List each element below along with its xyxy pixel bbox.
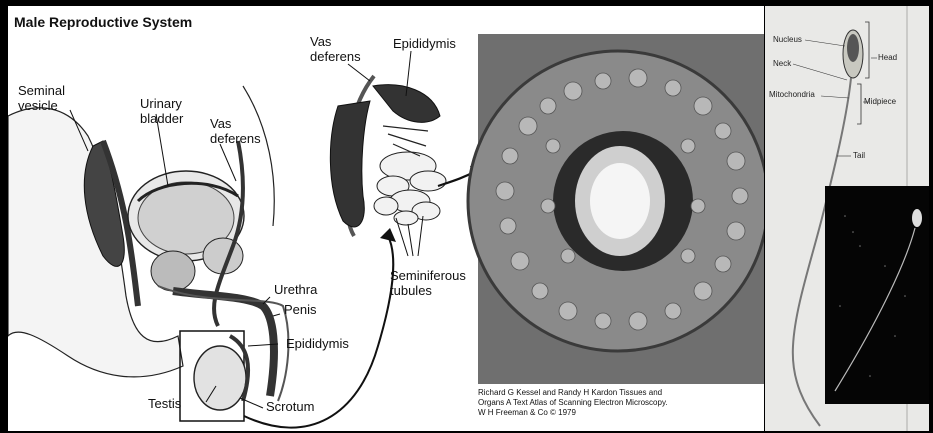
caption-line-2: Organs A Text Atlas of Scanning Electron… <box>478 398 753 408</box>
reproductive-diagram-panel: Male Reproductive System Seminal vesicle… <box>8 6 764 431</box>
label-head: Head <box>878 53 897 63</box>
label-seminal-vesicle: Seminal vesicle <box>18 83 65 113</box>
image-caption: Richard G Kessel and Randy H Kardon Tiss… <box>478 388 753 418</box>
label-urinary-bladder: Urinary bladder <box>140 96 183 126</box>
label-midpiece: Midpiece <box>864 97 896 107</box>
label-vas-deferens-top: Vas deferens <box>310 34 361 64</box>
label-testis: Testis <box>148 396 181 411</box>
anatomy-illustration <box>8 6 764 431</box>
label-penis: Penis <box>284 302 317 317</box>
label-seminiferous-tubules: Seminiferous tubules <box>390 268 466 298</box>
sperm-illustration <box>765 6 929 431</box>
label-epididymis-bottom: Epididymis <box>286 336 349 351</box>
label-nucleus: Nucleus <box>773 35 802 45</box>
label-epididymis-top: Epididymis <box>393 36 456 51</box>
label-mitochondria: Mitochondria <box>769 90 815 100</box>
sperm-diagram-panel: Nucleus Neck Head Mitochondria Midpiece … <box>765 6 929 431</box>
label-vas-deferens-left: Vas deferens <box>210 116 261 146</box>
caption-line-1: Richard G Kessel and Randy H Kardon Tiss… <box>478 388 753 398</box>
label-scrotum: Scrotum <box>266 399 314 414</box>
caption-line-3: W H Freeman & Co © 1979 <box>478 408 753 418</box>
label-tail: Tail <box>853 151 865 161</box>
diagram-title: Male Reproductive System <box>14 14 192 30</box>
label-neck: Neck <box>773 59 791 69</box>
label-urethra: Urethra <box>274 282 317 297</box>
